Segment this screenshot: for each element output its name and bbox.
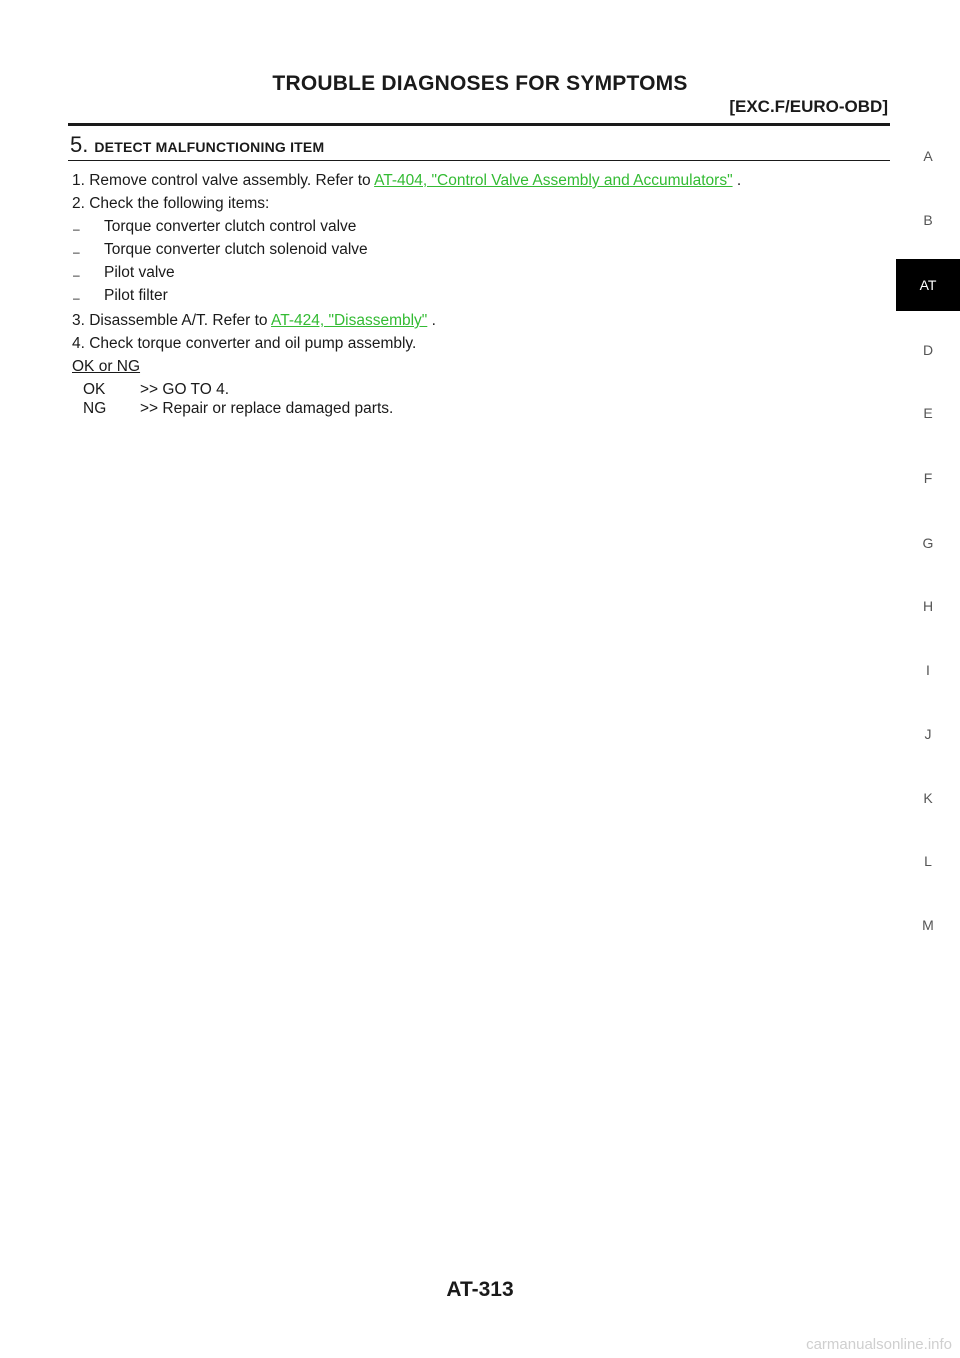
section-tab-f[interactable]: F [923, 470, 933, 486]
dash-bullet: – [73, 268, 80, 282]
section-tab-e[interactable]: E [923, 405, 933, 421]
instruction-3: 3. Disassemble A/T. Refer to AT-424, "Di… [72, 312, 436, 330]
section-tab-j[interactable]: J [924, 726, 932, 742]
result-heading: OK or NG [72, 358, 141, 375]
instruction-3-suffix: . [427, 312, 436, 329]
dash-bullet: – [73, 291, 80, 305]
header-divider [68, 123, 890, 126]
disassembly-link[interactable]: AT-424, "Disassembly" [271, 312, 428, 329]
ng-code: NG [83, 400, 107, 417]
ok-code: OK [83, 381, 106, 398]
page-header-title: TROUBLE DIAGNOSES FOR SYMPTOMS [272, 72, 688, 95]
step-divider [68, 160, 890, 161]
section-tab-l[interactable]: L [924, 853, 932, 869]
section-tab-at-active[interactable]: AT [896, 259, 960, 311]
page-number: AT-313 [446, 1278, 514, 1301]
section-tabs: A B AT D E F G H I J K L M [896, 0, 960, 1358]
section-tab-a[interactable]: A [923, 148, 933, 164]
dash-bullet: – [73, 245, 80, 259]
section-tab-i[interactable]: I [926, 662, 930, 678]
ok-action: >> GO TO 4. [140, 381, 230, 398]
section-tab-d[interactable]: D [922, 342, 934, 358]
instruction-1-suffix: . [732, 172, 742, 189]
instruction-4: 4. Check torque converter and oil pump a… [72, 335, 417, 352]
step-title: DETECT MALFUNCTIONING ITEM [94, 139, 325, 155]
watermark: carmanualsonline.info [806, 1336, 952, 1353]
step-heading: 5. DETECT MALFUNCTIONING ITEM [70, 132, 324, 160]
check-item: Pilot valve [104, 264, 175, 281]
instruction-1: 1. Remove control valve assembly. Refer … [72, 172, 741, 190]
instruction-2: 2. Check the following items: [72, 195, 270, 212]
section-tab-b[interactable]: B [923, 212, 933, 228]
instruction-3-text: 3. Disassemble A/T. Refer to [72, 312, 272, 329]
instruction-1-text: 1. Remove control valve assembly. Refer … [72, 172, 375, 189]
ng-action: >> Repair or replace damaged parts. [140, 400, 394, 417]
page-header-subtitle: [EXC.F/EURO-OBD] [729, 97, 888, 116]
control-valve-link[interactable]: AT-404, "Control Valve Assembly and Accu… [374, 172, 733, 189]
dash-bullet: – [73, 222, 80, 236]
step-number: 5. [70, 132, 89, 157]
section-tab-k[interactable]: K [923, 790, 933, 806]
section-tab-h[interactable]: H [922, 598, 934, 614]
check-item: Torque converter clutch solenoid valve [104, 241, 368, 258]
check-item: Pilot filter [104, 287, 168, 304]
section-tab-m[interactable]: M [922, 917, 934, 933]
check-item: Torque converter clutch control valve [104, 218, 357, 235]
section-tab-g[interactable]: G [922, 535, 934, 551]
